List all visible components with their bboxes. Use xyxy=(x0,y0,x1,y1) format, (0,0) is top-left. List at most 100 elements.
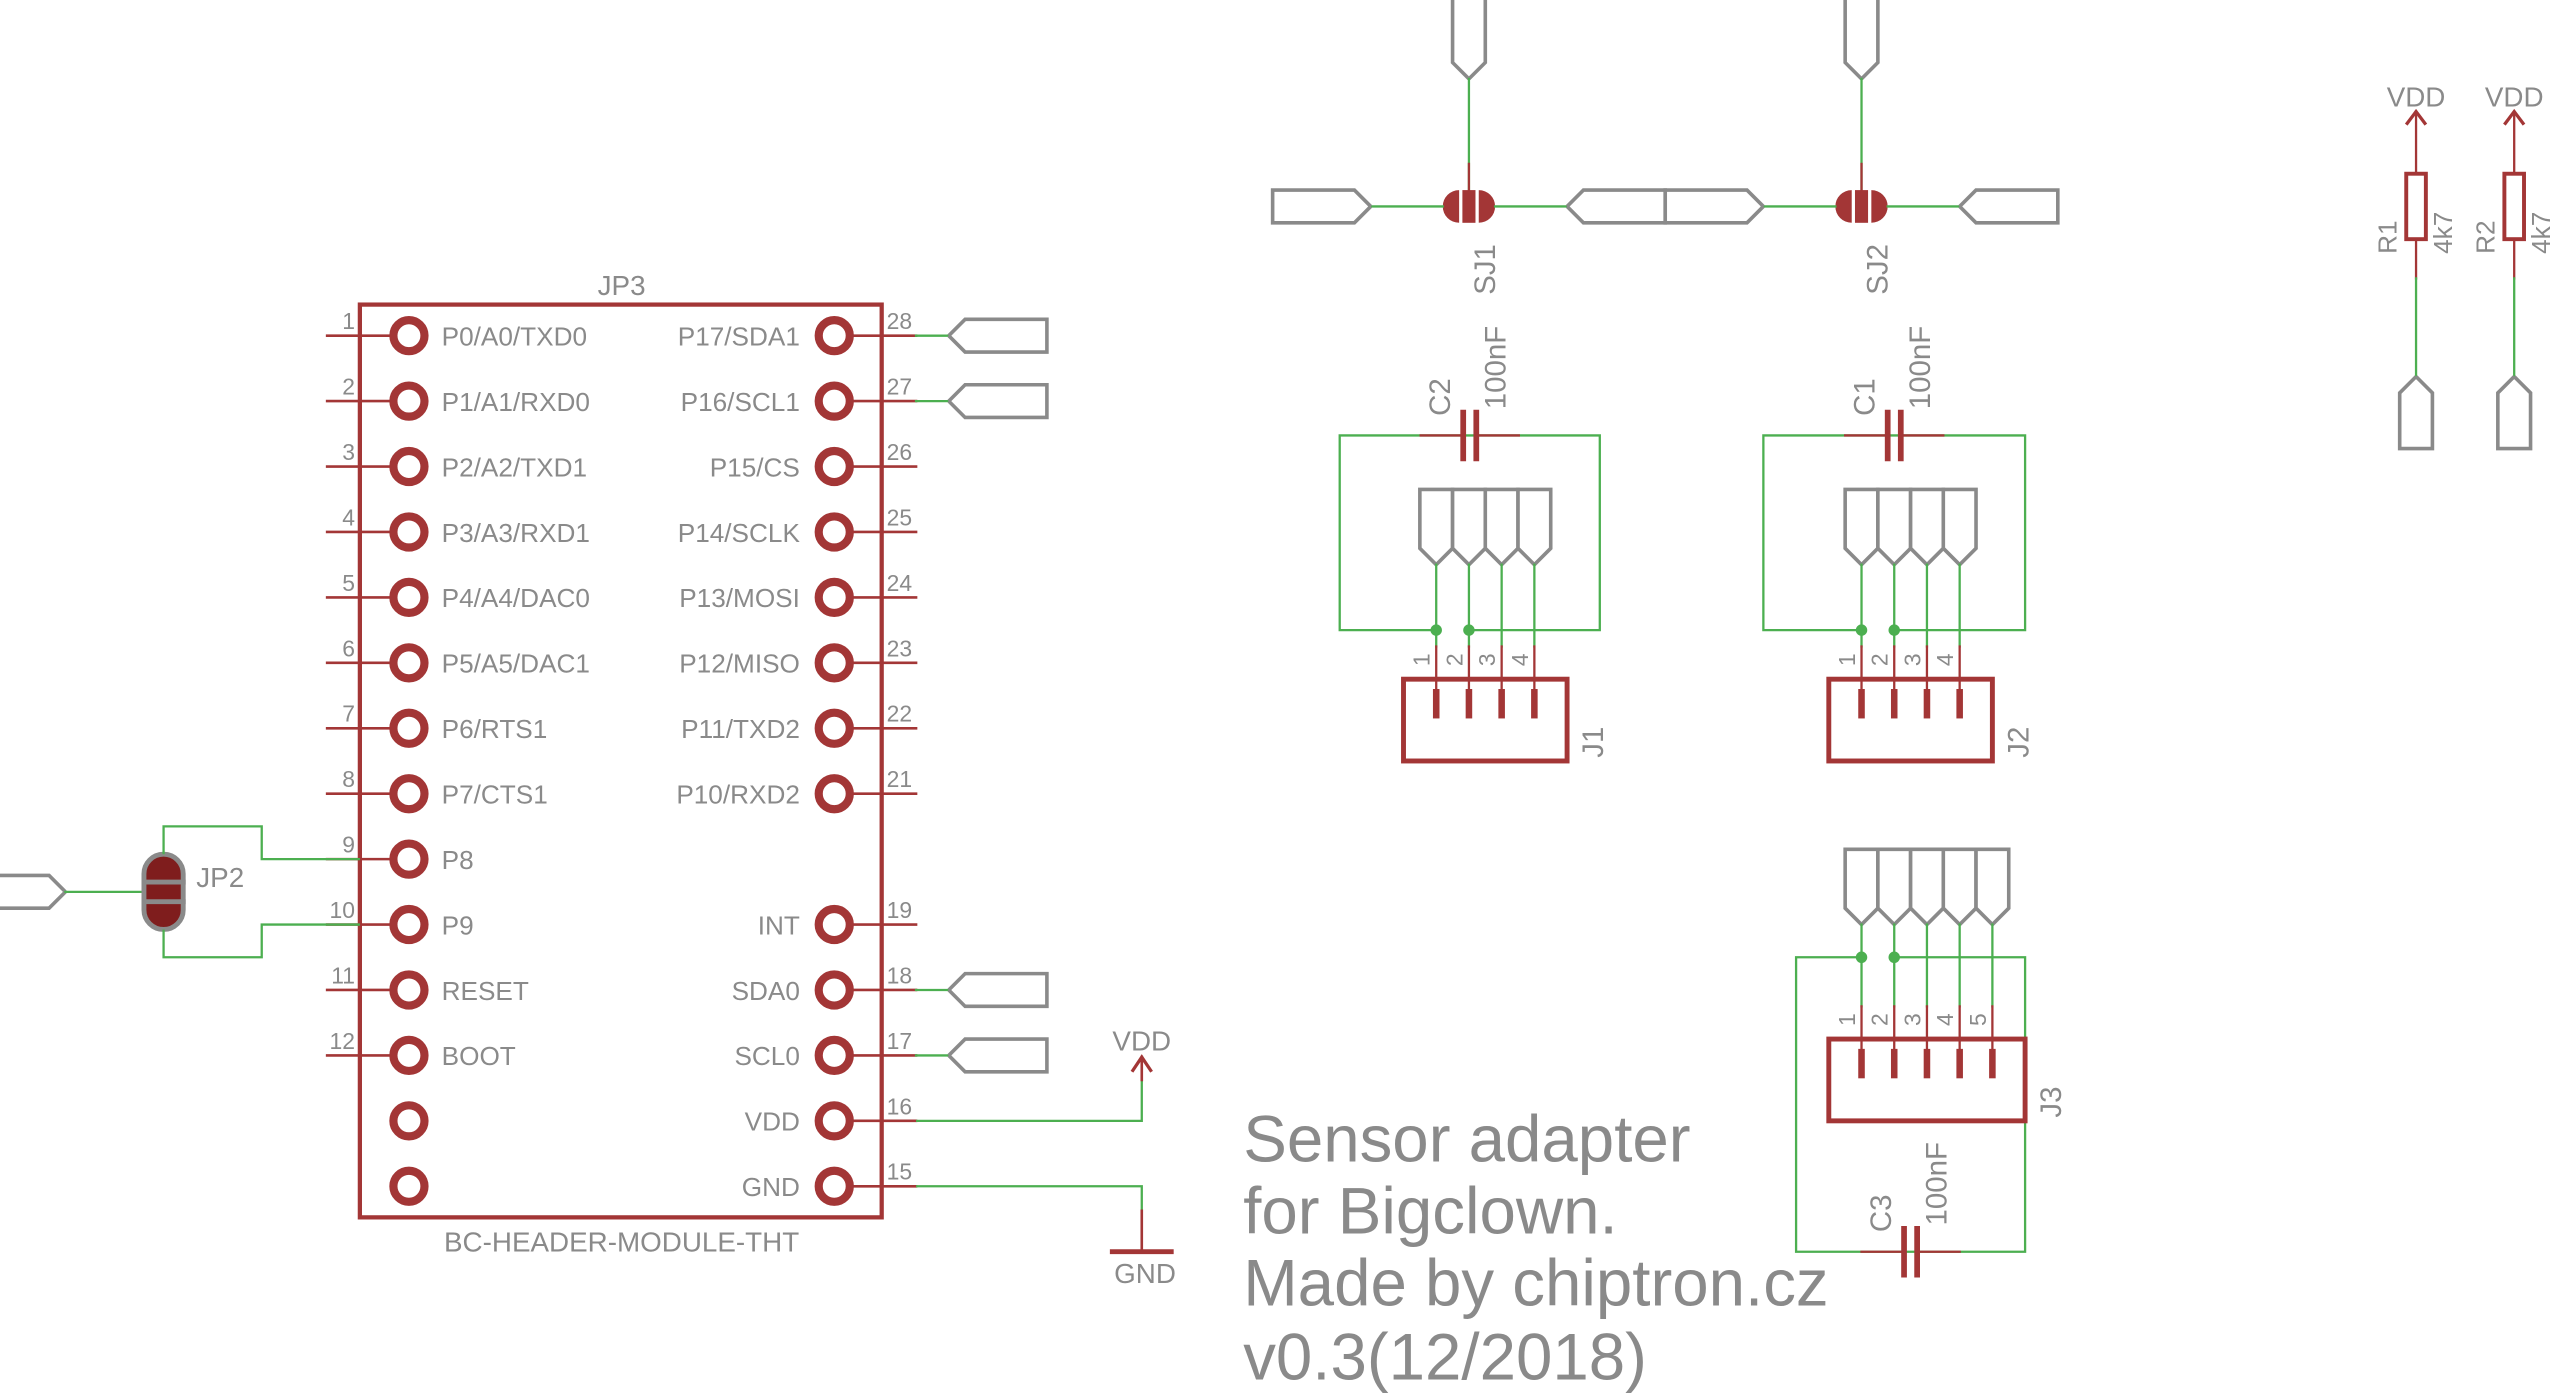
pin-number: 5 xyxy=(342,570,355,596)
sj-pad-center xyxy=(1854,190,1869,223)
pin-number: 26 xyxy=(887,439,912,465)
sj-pad-right xyxy=(1478,190,1496,223)
resistor-body xyxy=(2502,171,2526,242)
pin-name: VDD xyxy=(745,1107,800,1137)
title-block: Sensor adapter for Bigclown. Made by chi… xyxy=(1243,1103,1828,1394)
pin-pad xyxy=(389,643,429,683)
gnd-symbol-label: GND xyxy=(1114,1258,1176,1289)
pin-number: 7 xyxy=(342,701,355,727)
pin-pad xyxy=(814,316,854,356)
pin-name: P12/MISO xyxy=(679,649,800,679)
pin-number: 9 xyxy=(342,832,355,858)
title-line-4: v0.3(12/2018) xyxy=(1243,1320,1647,1393)
jumper-body xyxy=(141,851,186,932)
pin-name: P1/A1/RXD0 xyxy=(442,387,590,417)
capacitor-value: 100nF xyxy=(1921,1142,1954,1225)
connector-pin-number: 3 xyxy=(1899,653,1925,666)
net-label xyxy=(1876,847,1913,926)
connector-name: J1 xyxy=(1577,727,1610,758)
net-label xyxy=(1843,0,1880,81)
pin-number: 27 xyxy=(887,374,912,400)
pin-number: 3 xyxy=(342,439,355,465)
net-label xyxy=(947,317,1049,354)
sj-pad-left xyxy=(1835,190,1852,223)
connector-pin-number: 4 xyxy=(1932,1013,1958,1026)
connector-body xyxy=(1401,676,1570,764)
net-label xyxy=(2496,375,2533,451)
header-value: BC-HEADER-MODULE-THT xyxy=(444,1227,799,1258)
pin-pad xyxy=(389,316,429,356)
junction-dot xyxy=(1855,624,1868,636)
pin-pad xyxy=(389,970,429,1010)
connector-pin-number: 3 xyxy=(1474,653,1500,666)
pin-pad xyxy=(814,1035,854,1076)
solder-jumper-name: SJ1 xyxy=(1469,244,1502,295)
pin-number: 21 xyxy=(887,766,912,792)
header-jp3: JP3BC-HEADER-MODULE-THT1P0/A0/TXD02P1/A1… xyxy=(325,270,1176,1289)
jumper-jp2: INTJP2 xyxy=(0,825,360,959)
connector-pin-number: 3 xyxy=(1899,1013,1925,1026)
sensor-connectors: C2100nFJ1VDD1GND2SCL3SDA4C1100nFJ2VDD1GN… xyxy=(1338,326,2068,1278)
resistor-value: 4k7 xyxy=(2428,212,2458,254)
pin-pad xyxy=(389,577,429,618)
pin-pad xyxy=(814,381,854,421)
pin-number: 8 xyxy=(342,766,355,792)
pin-pad xyxy=(814,970,854,1010)
pin-name: P14/SCLK xyxy=(678,518,801,548)
solder-jumpers: SDASDA0SDA1SJ1SCLSCL0SCL1SJ2 xyxy=(1270,0,2060,295)
connector-pin-number: 1 xyxy=(1409,653,1435,666)
net-label xyxy=(1908,847,1946,926)
capacitor-value: 100nF xyxy=(1904,326,1937,409)
pin-pad xyxy=(389,774,429,814)
pin-number: 1 xyxy=(342,308,355,334)
pin-pad xyxy=(814,1101,854,1141)
connector-pin-number: 1 xyxy=(1834,653,1860,666)
wire xyxy=(162,923,360,959)
junction-dot xyxy=(1888,951,1900,963)
pin-name: P8 xyxy=(442,845,474,875)
pin-pad xyxy=(389,839,429,879)
net-label xyxy=(947,971,1049,1009)
net-label xyxy=(1483,487,1520,566)
title-line-3: Made by chiptron.cz xyxy=(1243,1247,1828,1320)
pin-name: P5/A5/DAC1 xyxy=(442,649,590,679)
pin-number: 24 xyxy=(887,570,913,596)
vdd-symbol-label: VDD xyxy=(2485,82,2544,113)
net-label xyxy=(1908,487,1946,566)
sj-pad-right xyxy=(1871,190,1888,223)
connector-pin-number: 5 xyxy=(1965,1013,1991,1026)
pin-name: P3/A3/RXD1 xyxy=(442,518,590,548)
resistor-body xyxy=(2404,171,2428,242)
cap-wire xyxy=(1794,956,2027,1253)
net-label xyxy=(1450,487,1488,566)
net-label xyxy=(1663,188,1765,225)
junction-dot xyxy=(1855,951,1868,963)
capacitor-value: 100nF xyxy=(1480,326,1513,409)
pin-number: 11 xyxy=(331,962,355,988)
pin-name: P9 xyxy=(442,910,474,940)
net-label xyxy=(1270,188,1373,225)
pin-number: 18 xyxy=(887,962,912,988)
wire xyxy=(162,825,360,861)
connector-body xyxy=(1826,676,1995,764)
pin-pad xyxy=(389,708,429,748)
title-line-2: for Bigclown. xyxy=(1243,1175,1618,1248)
pin-pad xyxy=(389,1166,429,1206)
pin-number: 6 xyxy=(342,635,355,661)
connector-name: J3 xyxy=(2035,1086,2068,1117)
resistor-name: R2 xyxy=(2471,220,2501,253)
pin-pad xyxy=(389,512,429,552)
pin-number: 2 xyxy=(342,374,355,400)
net-label xyxy=(1941,487,1978,566)
pin-name: INT xyxy=(758,910,800,940)
pin-name: P6/RTS1 xyxy=(442,714,548,744)
capacitor-name: C2 xyxy=(1424,378,1457,416)
pin-name: GND xyxy=(742,1172,800,1202)
connector-pin-number: 2 xyxy=(1867,1013,1893,1026)
net-label xyxy=(1941,847,1978,926)
net-label xyxy=(947,1037,1049,1074)
junction-dot xyxy=(1430,624,1442,636)
net-label xyxy=(1418,487,1455,566)
net-label xyxy=(1843,487,1880,566)
